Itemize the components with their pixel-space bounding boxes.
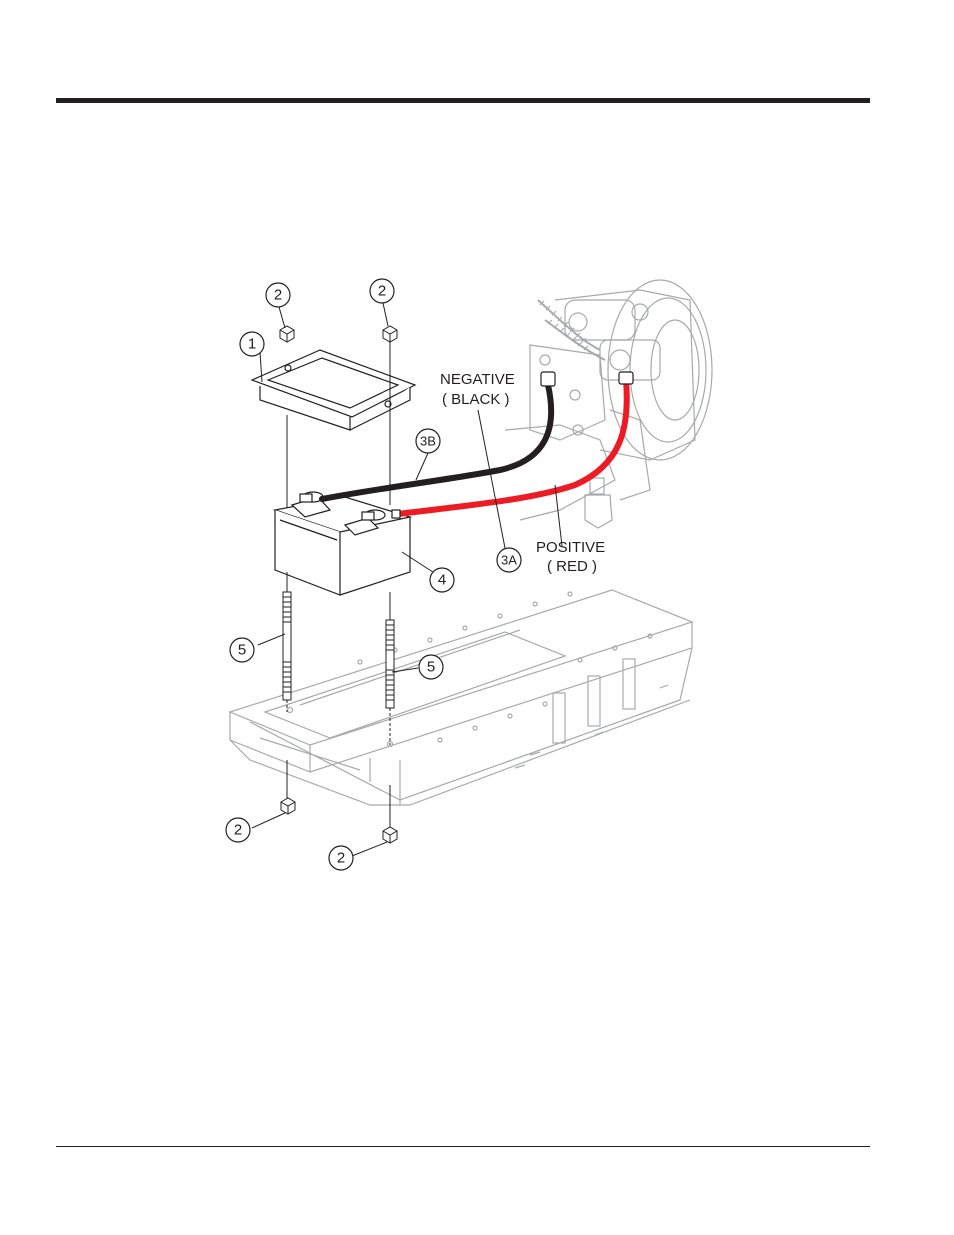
footer-rule (56, 1146, 870, 1147)
callout-battery: 4 (438, 572, 446, 589)
callout-nut-top-right: 2 (378, 283, 386, 300)
battery (275, 492, 410, 595)
callout-nut-top-left: 2 (274, 287, 282, 304)
negative-label-line2: ( BLACK ) (442, 391, 510, 408)
callout-rod-left: 5 (238, 642, 246, 659)
callout-nut-bottom-left: 2 (234, 822, 242, 839)
callout-rod-right: 5 (427, 659, 435, 676)
callout-hold-down: 1 (248, 336, 256, 353)
positive-label-line2: ( RED ) (547, 558, 597, 575)
callout-negative-cable: 3B (420, 434, 436, 449)
engine-starter-illustration (505, 280, 712, 528)
battery-tray-frame (230, 590, 692, 805)
callout-nut-bottom-right: 2 (337, 850, 345, 867)
callout-positive-cable: 3A (501, 553, 517, 568)
positive-label-line1: POSITIVE (536, 539, 605, 556)
negative-label-line1: NEGATIVE (440, 371, 515, 388)
battery-hold-down (252, 350, 415, 430)
